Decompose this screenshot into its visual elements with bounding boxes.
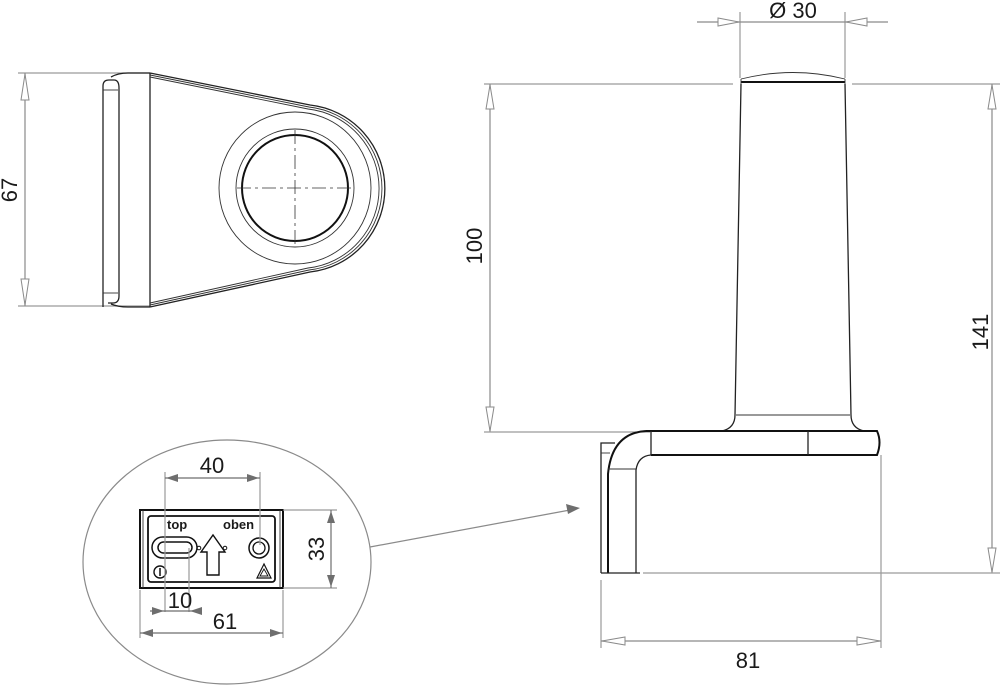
dimension-141: 141 xyxy=(968,314,993,351)
top-view: 67 xyxy=(0,72,386,308)
dimension-61: 61 xyxy=(213,609,237,634)
dimension-33: 33 xyxy=(304,537,329,561)
up-arrow-icon xyxy=(196,533,228,576)
dimension-10: 10 xyxy=(168,588,192,613)
dimension-67: 67 xyxy=(0,178,22,202)
detail-view: top oben xyxy=(82,439,580,685)
dimension-40: 40 xyxy=(200,453,224,478)
dimension-diameter-30: Ø 30 xyxy=(769,0,817,23)
side-view: Ø 30 100 141 81 xyxy=(462,0,1000,673)
plate-label-top: top xyxy=(167,517,187,532)
info-icon xyxy=(153,565,167,579)
recycle-icon xyxy=(256,562,272,579)
dimension-100: 100 xyxy=(462,228,487,265)
round-hole-icon xyxy=(248,537,270,559)
slot-hole-icon xyxy=(151,536,198,559)
plate-label-oben: oben xyxy=(223,517,254,532)
dimension-81: 81 xyxy=(736,648,760,673)
